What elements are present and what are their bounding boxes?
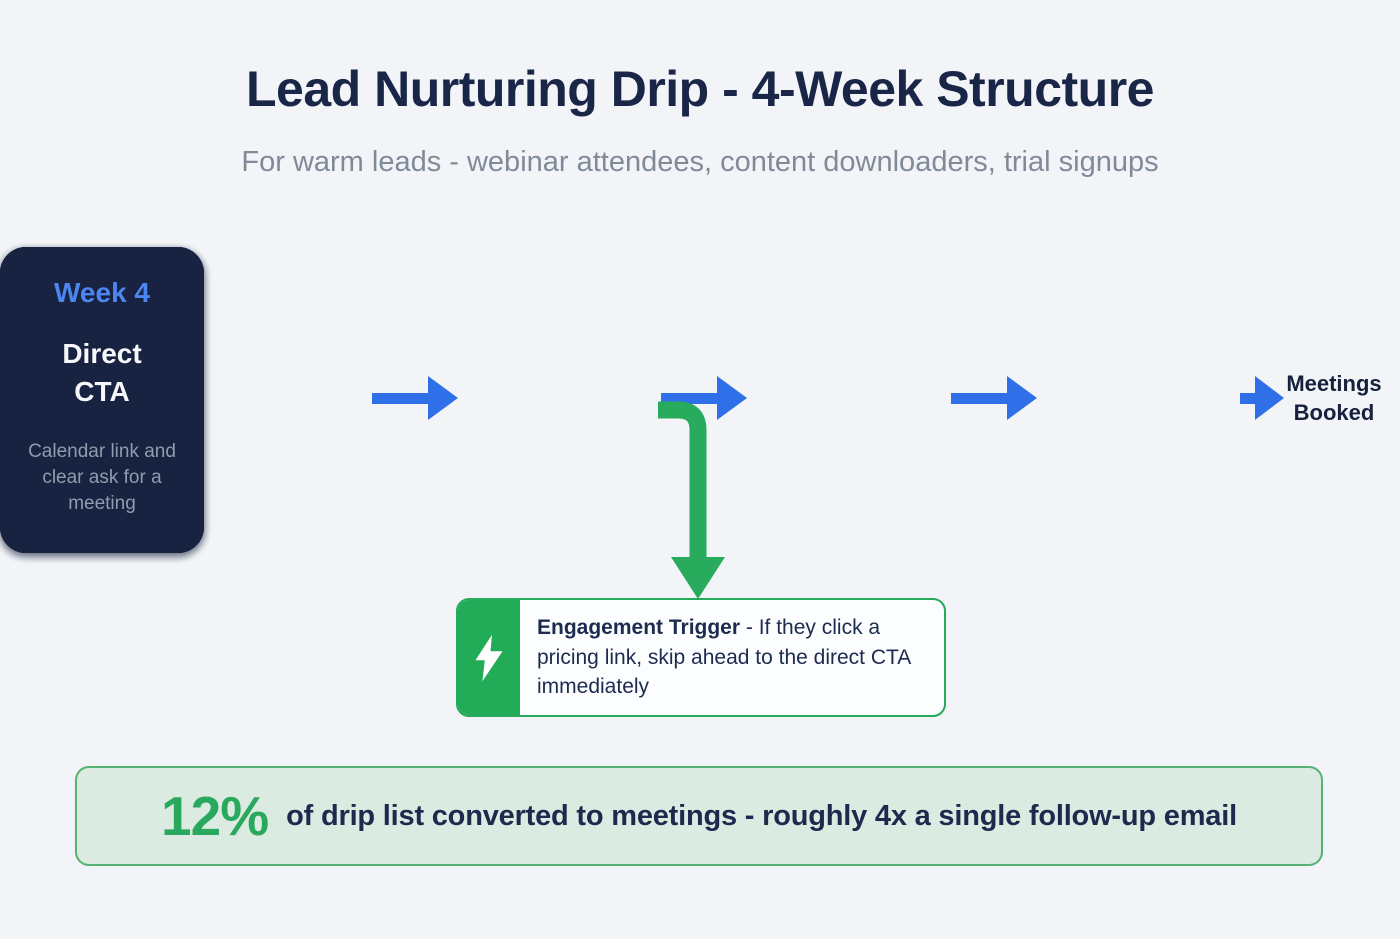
conversion-stat-value: 12% [161, 785, 269, 847]
arrow-right-icon [951, 374, 1037, 422]
trigger-text: Engagement Trigger - If they click a pri… [537, 613, 925, 702]
trigger-icon-panel [458, 600, 520, 715]
engagement-trigger-callout: Engagement Trigger - If they click a pri… [456, 598, 946, 717]
arrow-right-icon [1240, 374, 1284, 422]
engagement-branch-arrow-icon [650, 395, 740, 612]
week-title: Direct CTA [62, 338, 142, 407]
conversion-stat-text: of drip list converted to meetings - rou… [286, 799, 1237, 832]
trigger-description: - If they click a pricing link, skip ahe… [537, 616, 911, 699]
output-label: Meetings Booked [1286, 371, 1382, 425]
week-label: Week 4 [54, 277, 150, 308]
week-description: Calendar link and clear ask for a meetin… [28, 441, 176, 514]
week-card-4: Week 4 Direct CTA Calendar link and clea… [0, 247, 204, 553]
arrow-right-icon [661, 374, 747, 422]
page-subtitle: For warm leads - webinar attendees, cont… [241, 146, 1159, 178]
trigger-title: Engagement Trigger [537, 616, 741, 640]
stats-banner: 12% of drip list converted to meetings -… [75, 766, 1323, 866]
lightning-bolt-icon [475, 634, 503, 681]
arrow-right-icon [372, 374, 458, 422]
page-title: Lead Nurturing Drip - 4-Week Structure [246, 61, 1154, 117]
